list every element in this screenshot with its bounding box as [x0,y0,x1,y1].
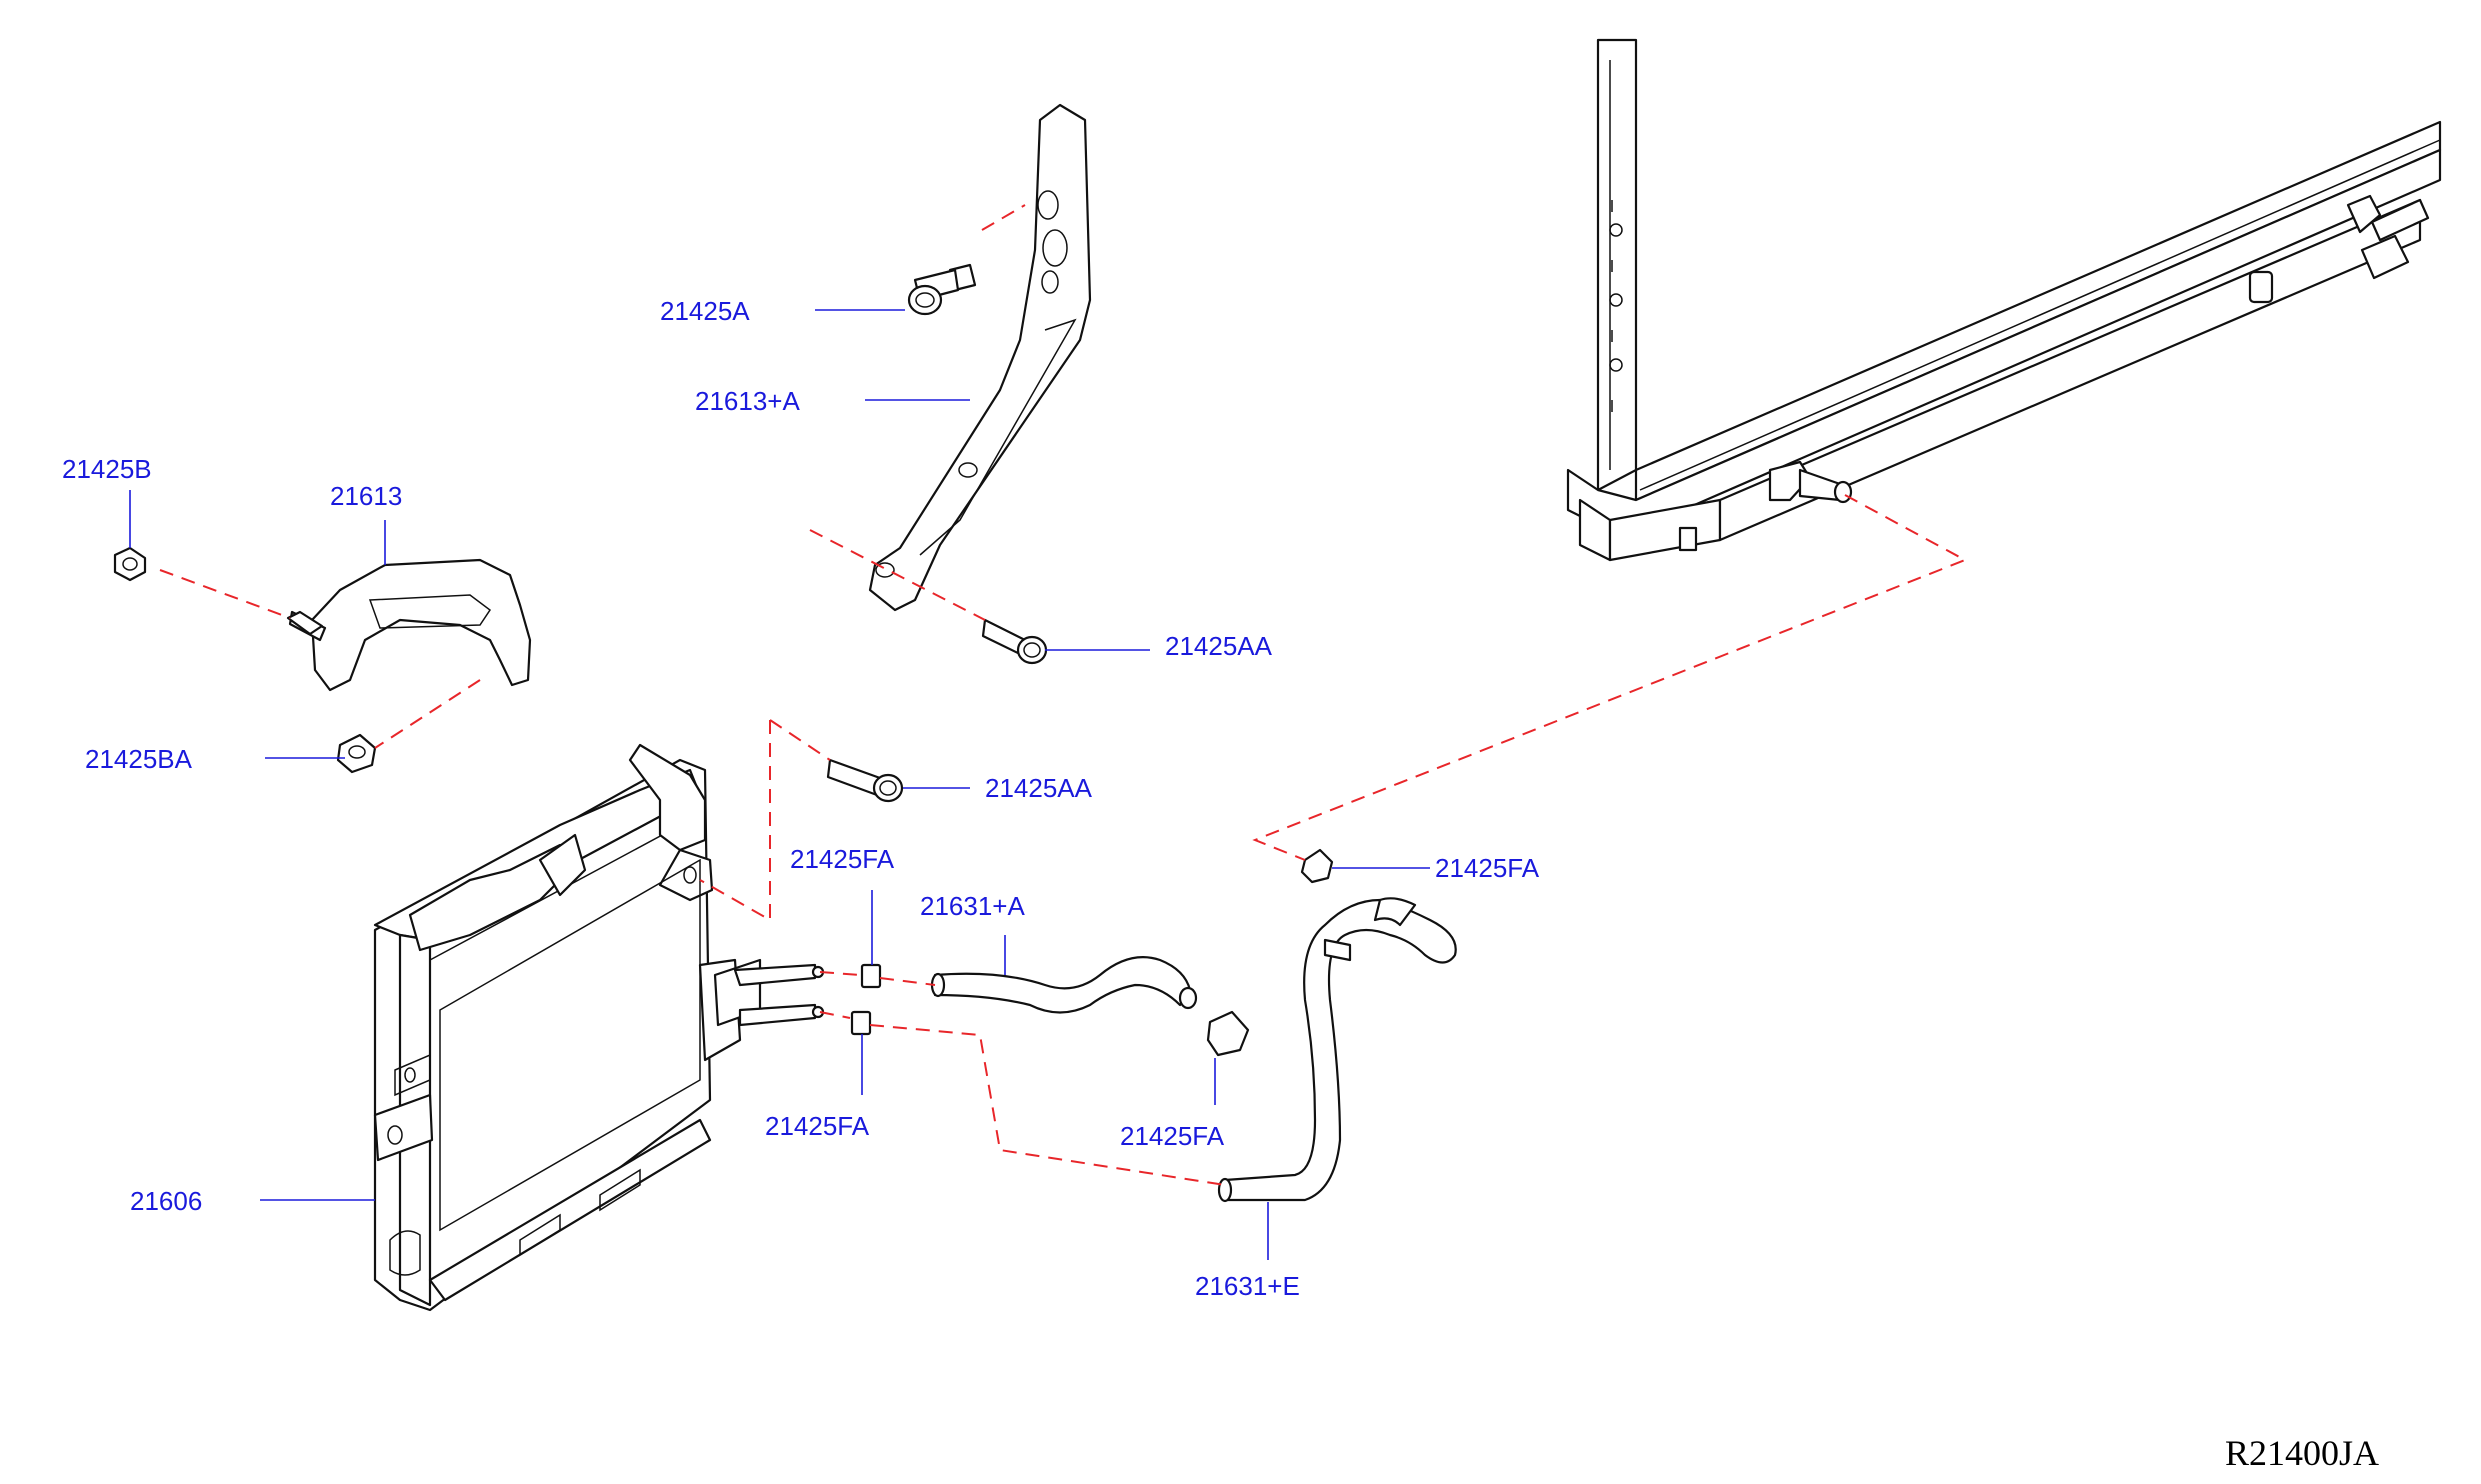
label-21425fa-bottom-right[interactable]: 21425FA [1120,1121,1225,1151]
assembly-guide-lines [159,204,1968,1186]
label-21631a[interactable]: 21631+A [920,891,1025,921]
part-labels: 21425A 21613+A 21425B 21613 21425AA 2142… [62,296,2379,1473]
label-21425fa-bottom-left[interactable]: 21425FA [765,1111,870,1141]
nut-21425ba [336,733,377,774]
label-21425fa-top-left[interactable]: 21425FA [790,844,895,874]
label-21606[interactable]: 21606 [130,1186,202,1216]
hose-21631e [1217,897,1457,1203]
upper-mount-bracket [868,103,1092,612]
label-21425fa-top-right[interactable]: 21425FA [1435,853,1540,883]
clamp-21425fa-3 [1206,1010,1250,1057]
clamp-21425fa-2 [850,1010,872,1036]
reference-code: R21400JA [2225,1433,2379,1473]
label-21613[interactable]: 21613 [330,481,402,511]
label-21425a[interactable]: 21425A [660,296,750,326]
lower-mount-bracket [288,558,532,692]
hose-21631a [930,956,1198,1014]
label-21425ba[interactable]: 21425BA [85,744,193,774]
radiator-assembly [1566,38,2442,562]
label-21425aa-top[interactable]: 21425AA [1165,631,1273,661]
leader-lines [129,309,1430,1260]
bolt-21425aa-mid [826,758,904,803]
oil-cooler-core [373,743,825,1312]
label-21425aa-mid[interactable]: 21425AA [985,773,1093,803]
bolt-stud-21613 [286,610,324,636]
bolt-21425aa-top [981,618,1048,665]
nut-21425b [113,546,147,582]
clamp-21425fa-4 [1300,848,1334,884]
label-21425b[interactable]: 21425B [62,454,152,484]
label-21631e[interactable]: 21631+E [1195,1271,1300,1301]
label-21613a[interactable]: 21613+A [695,386,800,416]
clamp-21425fa-1 [860,963,882,989]
bolt-21425a [907,263,977,316]
